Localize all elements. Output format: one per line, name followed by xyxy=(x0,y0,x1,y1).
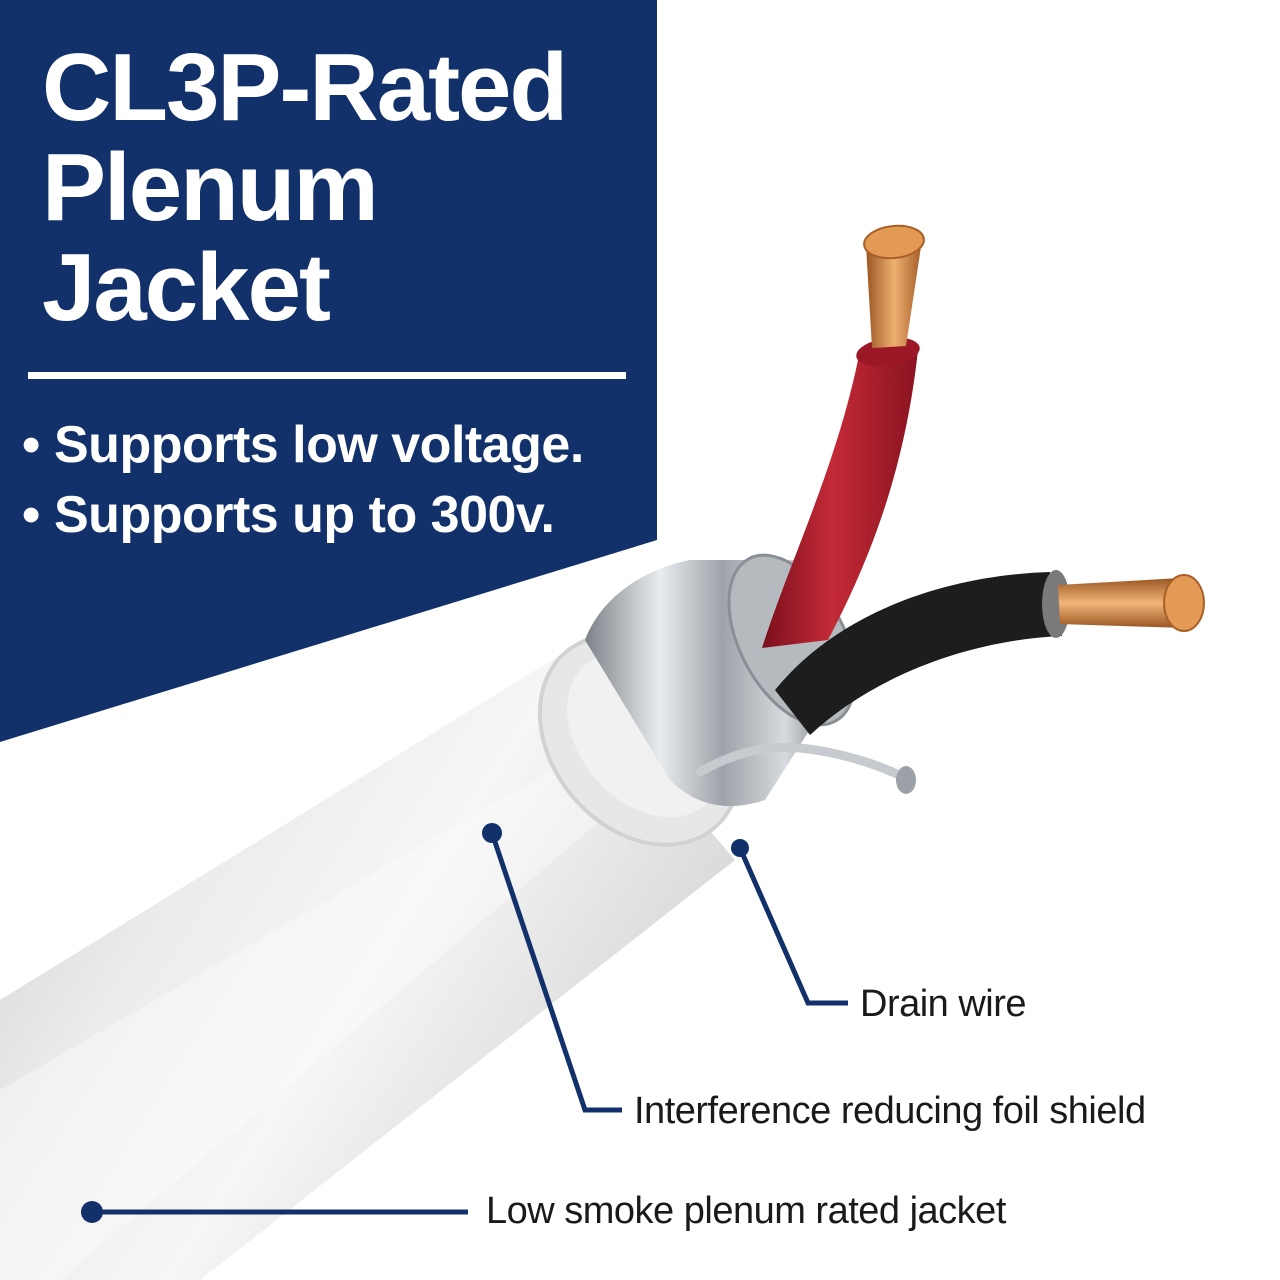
headline-divider xyxy=(28,372,626,379)
black-conductor xyxy=(775,572,1062,735)
cable-jacket xyxy=(0,655,735,1280)
callout-drain-wire-label: Drain wire xyxy=(860,983,1027,1025)
bullet-dot: • xyxy=(22,416,40,474)
callout-jacket-dot xyxy=(81,1201,103,1223)
title-panel xyxy=(0,0,657,742)
black-copper-tip xyxy=(1163,574,1205,632)
red-conductor xyxy=(762,350,918,648)
headline: CL3P-Rated Plenum Jacket xyxy=(42,34,568,341)
bullet-dot: • xyxy=(22,486,40,544)
callout-drain-wire-leader xyxy=(737,846,848,1006)
drain-wire xyxy=(695,742,910,783)
callout-foil-shield-label: Interference reducing foil shield xyxy=(634,1090,1146,1132)
drain-wire-tip xyxy=(896,766,916,794)
callout-foil-shield-leader xyxy=(489,832,622,1113)
headline-line-2: Plenum xyxy=(42,134,379,241)
bullet-text: Supports low voltage. xyxy=(54,416,584,474)
headline-line-3: Jacket xyxy=(42,234,331,341)
callout-jacket-label: Low smoke plenum rated jacket xyxy=(486,1190,1006,1232)
bullet-text: Supports up to 300v. xyxy=(54,486,555,544)
feature-bullets: •Supports low voltage. •Supports up to 3… xyxy=(22,410,584,550)
jacket-shadow-stripe xyxy=(0,730,660,1280)
bullet-item: •Supports low voltage. xyxy=(22,410,584,480)
red-copper-strands xyxy=(866,240,922,348)
callout-foil-shield-dot xyxy=(482,823,502,843)
black-copper-strands xyxy=(1058,578,1184,628)
headline-line-1: CL3P-Rated xyxy=(42,34,568,141)
bullet-item: •Supports up to 300v. xyxy=(22,480,584,550)
red-copper-tip xyxy=(863,224,925,260)
callout-drain-wire-dot xyxy=(731,839,749,857)
